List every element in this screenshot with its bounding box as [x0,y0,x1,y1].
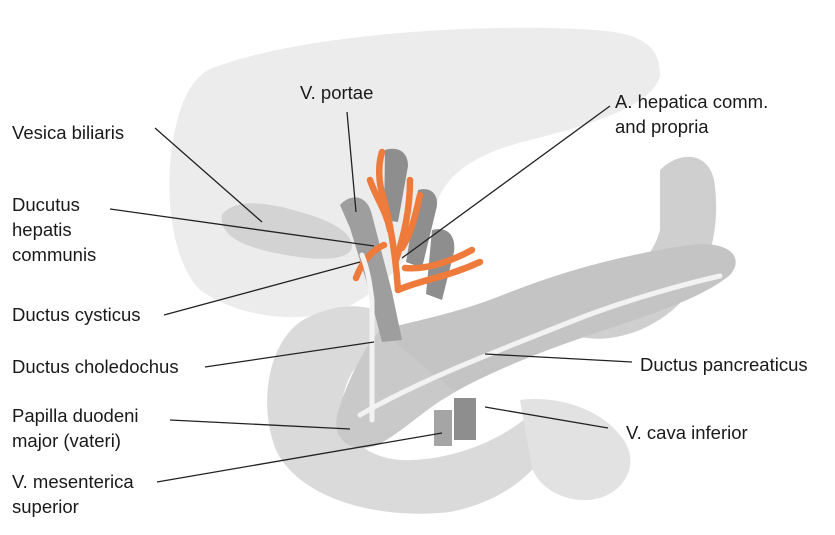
label-ductus-hepatis-line2: hepatis [12,217,96,242]
label-v-portae: V. portae [300,80,373,105]
label-ductus-hepatis-line3: communis [12,242,96,267]
ivc-shape [454,398,476,440]
jejunum-shape [520,399,630,500]
label-v-mesenterica-line1: V. mesenterica [12,469,134,494]
label-a-hepatica-line2: and propria [615,114,768,139]
label-vesica-biliaris-text: Vesica biliaris [12,120,124,145]
label-a-hepatica-line1: A. hepatica comm. [615,89,768,114]
label-v-mesenterica-line2: superior [12,494,134,519]
label-ductus-choledochus: Ductus choledochus [12,354,179,379]
label-ductus-choledochus-text: Ductus choledochus [12,354,179,379]
label-papilla-line1: Papilla duodeni [12,403,139,428]
label-v-cava-inferior-text: V. cava inferior [626,420,748,445]
label-papilla: Papilla duodeni major (vateri) [12,403,139,453]
label-ductus-cysticus: Ductus cysticus [12,302,141,327]
label-ductus-pancreaticus-text: Ductus pancreaticus [640,352,808,377]
label-v-cava-inferior: V. cava inferior [626,420,748,445]
label-v-mesenterica: V. mesenterica superior [12,469,134,519]
label-ductus-hepatis-line1: Ducutus [12,192,96,217]
label-papilla-line2: major (vateri) [12,428,139,453]
label-a-hepatica: A. hepatica comm. and propria [615,89,768,139]
label-ductus-hepatis: Ducutus hepatis communis [12,192,96,267]
label-ductus-pancreaticus: Ductus pancreaticus [640,352,808,377]
label-v-portae-text: V. portae [300,80,373,105]
label-ductus-cysticus-text: Ductus cysticus [12,302,141,327]
smv-shape [434,410,452,446]
label-vesica-biliaris: Vesica biliaris [12,120,124,145]
